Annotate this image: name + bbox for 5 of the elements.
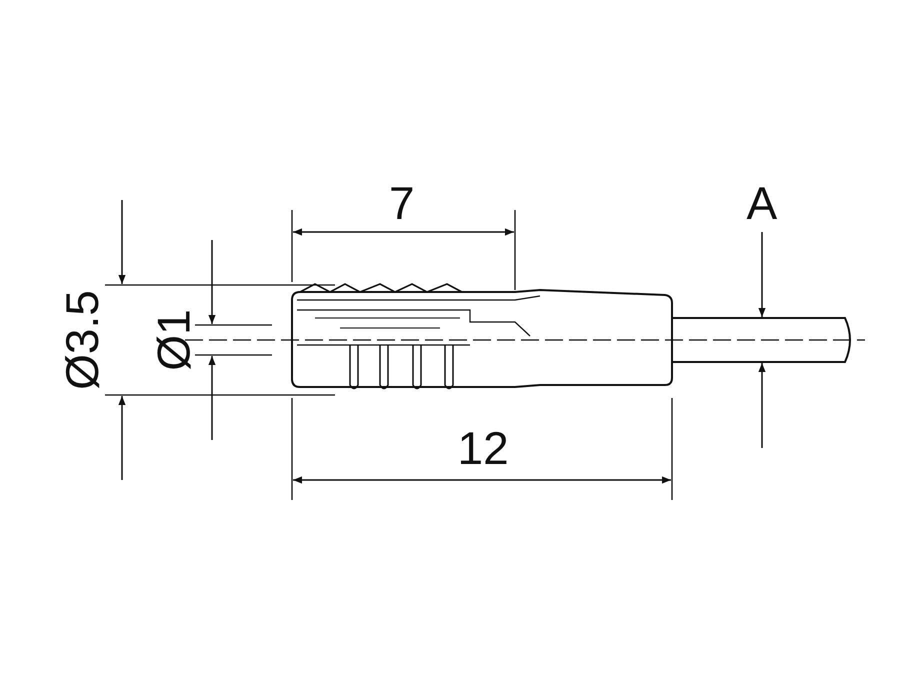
dimension-label: A: [746, 180, 778, 226]
dimension-label: Ø3.5: [58, 290, 105, 390]
dimension-label: 7: [389, 180, 415, 226]
dimension-label: 12: [458, 425, 509, 471]
dimension-label: Ø1: [150, 309, 196, 371]
